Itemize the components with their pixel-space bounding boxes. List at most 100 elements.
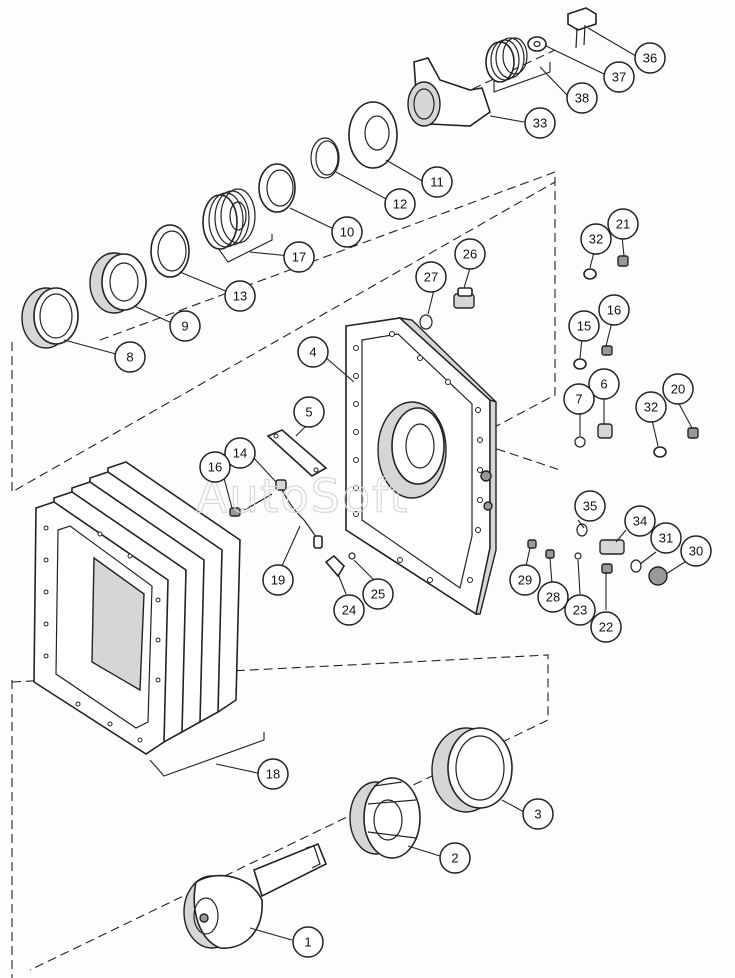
part-8-bearing-cup: [21, 287, 79, 349]
part-13-ring: [150, 224, 190, 278]
svg-text:17: 17: [292, 250, 306, 265]
callout-27: 27: [415, 261, 447, 293]
part-34-fitting: [599, 539, 625, 555]
svg-text:2: 2: [451, 851, 458, 866]
part-11-thrust-washer: [348, 101, 398, 169]
part-24-elbow-fitting: [324, 554, 346, 578]
part-28-bolt: [545, 549, 555, 559]
part-29-bolt: [527, 539, 537, 549]
callout-6: 6: [588, 368, 620, 400]
callout-5: 5: [293, 396, 325, 428]
svg-text:34: 34: [633, 514, 647, 529]
callout-12: 12: [384, 188, 416, 220]
callout-8: 8: [114, 341, 146, 373]
callout-9: 9: [169, 310, 201, 342]
callout-33: 33: [524, 107, 556, 139]
part-23-washer: [574, 552, 582, 560]
part-3-bearing-cup: [431, 727, 513, 813]
svg-text:1: 1: [304, 935, 311, 950]
svg-text:38: 38: [575, 91, 589, 106]
svg-text:35: 35: [583, 499, 597, 514]
part-16-bolt-left: [229, 507, 241, 517]
callout-21: 21: [607, 208, 639, 240]
part-12-snap-ring: [310, 137, 340, 179]
svg-text:12: 12: [393, 197, 407, 212]
callout-36: 36: [634, 42, 666, 74]
svg-text:18: 18: [266, 767, 280, 782]
part-25-washer: [348, 552, 356, 560]
callout-35: 35: [574, 490, 606, 522]
svg-text:7: 7: [575, 392, 582, 407]
svg-text:10: 10: [340, 225, 354, 240]
callout-18: 18: [257, 758, 289, 790]
part-37-washer: [527, 36, 547, 52]
part-7-washer: [574, 436, 586, 448]
leader-lines: [63, 27, 693, 941]
svg-text:26: 26: [463, 247, 477, 262]
svg-text:20: 20: [671, 382, 685, 397]
part-10-ring: [258, 163, 296, 213]
svg-text:22: 22: [599, 620, 613, 635]
callout-34: 34: [624, 505, 656, 537]
part-35-o-ring: [576, 523, 588, 537]
part-14-sensor: [275, 479, 287, 491]
svg-text:24: 24: [342, 603, 356, 618]
callout-20: 20: [662, 373, 694, 405]
part-6-plug: [597, 423, 613, 439]
svg-text:15: 15: [577, 319, 591, 334]
svg-text:16: 16: [607, 303, 621, 318]
callout-37: 37: [603, 61, 635, 93]
part-18-gasket-set: [33, 461, 241, 755]
callout-10: 10: [331, 216, 363, 248]
svg-text:33: 33: [533, 116, 547, 131]
callout-25: 25: [362, 578, 394, 610]
housing-bolt-holes: [353, 331, 483, 583]
part-4-housing: [345, 316, 497, 616]
callout-11: 11: [421, 166, 453, 198]
svg-text:8: 8: [126, 350, 133, 365]
callout-7: 7: [563, 383, 595, 415]
svg-text:36: 36: [643, 51, 657, 66]
callout-3: 3: [522, 798, 554, 830]
svg-text:30: 30: [689, 544, 703, 559]
svg-text:31: 31: [659, 531, 673, 546]
part-19-harness: [243, 489, 323, 549]
svg-text:23: 23: [573, 603, 587, 618]
part-9-bearing: [89, 252, 147, 314]
svg-text:13: 13: [233, 289, 247, 304]
callout-38: 38: [566, 82, 598, 114]
callout-19: 19: [262, 564, 294, 596]
part-36-bolt: [567, 7, 597, 49]
part-16-bolt-right: [601, 345, 613, 356]
svg-text:16: 16: [208, 460, 222, 475]
callout-31: 31: [650, 522, 682, 554]
part-27-o-ring: [419, 314, 433, 330]
part-1-pinion-gear: [183, 842, 328, 949]
svg-text:14: 14: [233, 446, 247, 461]
svg-text:11: 11: [430, 175, 444, 190]
svg-text:9: 9: [181, 319, 188, 334]
callout-23: 23: [564, 594, 596, 626]
svg-text:28: 28: [546, 590, 560, 605]
svg-text:4: 4: [309, 345, 316, 360]
part-33-release-sleeve: [407, 57, 491, 127]
part-21-bolt: [617, 255, 629, 267]
callout-16-right: 16: [598, 294, 630, 326]
part-20-bolt: [687, 427, 699, 439]
callout-26: 26: [454, 238, 486, 270]
callout-29: 29: [509, 564, 541, 596]
part-32-washer-top: [583, 268, 597, 280]
svg-text:6: 6: [600, 377, 607, 392]
part-31-o-ring: [630, 559, 642, 573]
part-17-shim-stack: [202, 188, 256, 250]
callout-22: 22: [590, 611, 622, 643]
part-38-springs: [485, 37, 528, 83]
callout-16-left: 16: [199, 451, 231, 483]
callout-14: 14: [224, 437, 256, 469]
part-15-washer: [573, 358, 587, 370]
callout-30: 30: [680, 535, 712, 567]
callout-24: 24: [333, 594, 365, 626]
gasket-holes: [43, 525, 161, 743]
svg-text:32: 32: [644, 400, 658, 415]
